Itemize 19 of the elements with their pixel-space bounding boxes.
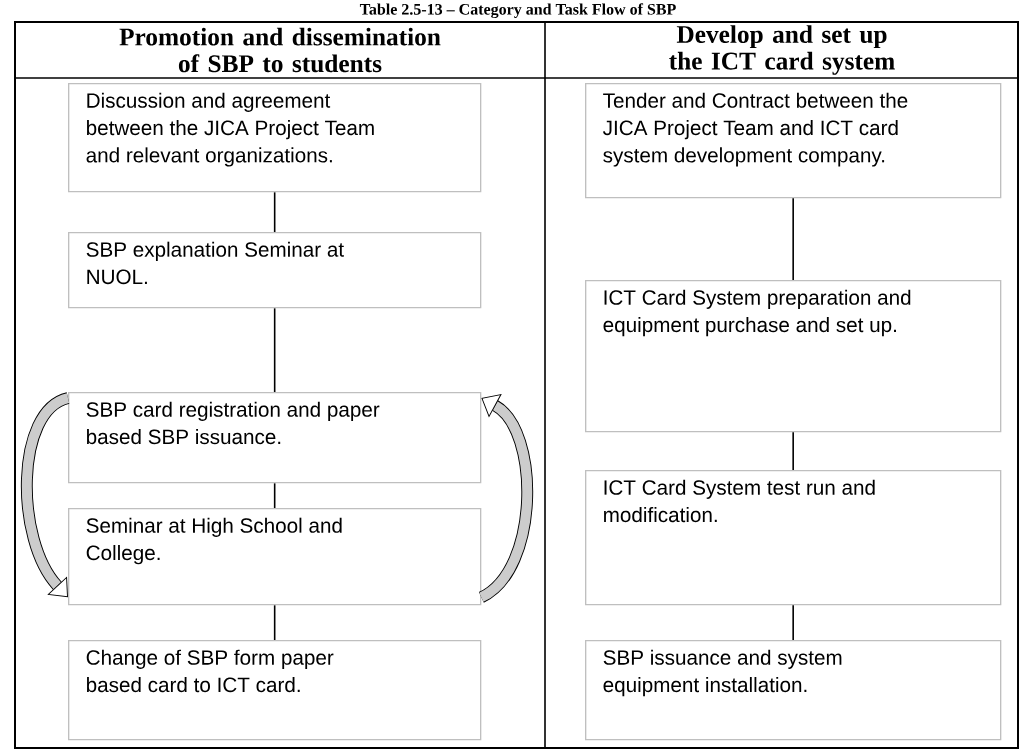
process-box: Change of SBP form paper based card to ICT card. — [68, 640, 482, 741]
curved-arrow — [21, 392, 71, 598]
connector-line — [273, 604, 276, 641]
curved-arrow — [478, 394, 533, 603]
connector-line — [273, 307, 276, 393]
process-box: SBP issuance and system equipment installation. — [585, 640, 1002, 741]
connector-line — [792, 431, 794, 471]
process-box: Seminar at High School and College. — [68, 508, 482, 606]
connector-line — [792, 604, 794, 641]
table-title: Table 2.5-13 – Category and Task Flow of SBP — [359, 3, 676, 19]
connector-line — [273, 482, 276, 509]
process-box: SBP card registration and paper based SBP issuance. — [68, 392, 482, 484]
connector-line — [273, 191, 276, 233]
process-box: ICT Card System preparation and equipment purchase and set up. — [585, 280, 1002, 433]
process-box: Discussion and agreement between the JICA Project Team and relevant organizations. — [68, 83, 482, 193]
process-box: SBP explanation Seminar at NUOL. — [68, 232, 482, 309]
process-box: ICT Card System test run and modification. — [585, 470, 1002, 606]
process-box: Tender and Contract between the JICA Project Team and ICT card system development company. — [585, 83, 1002, 199]
connector-line — [792, 197, 794, 281]
